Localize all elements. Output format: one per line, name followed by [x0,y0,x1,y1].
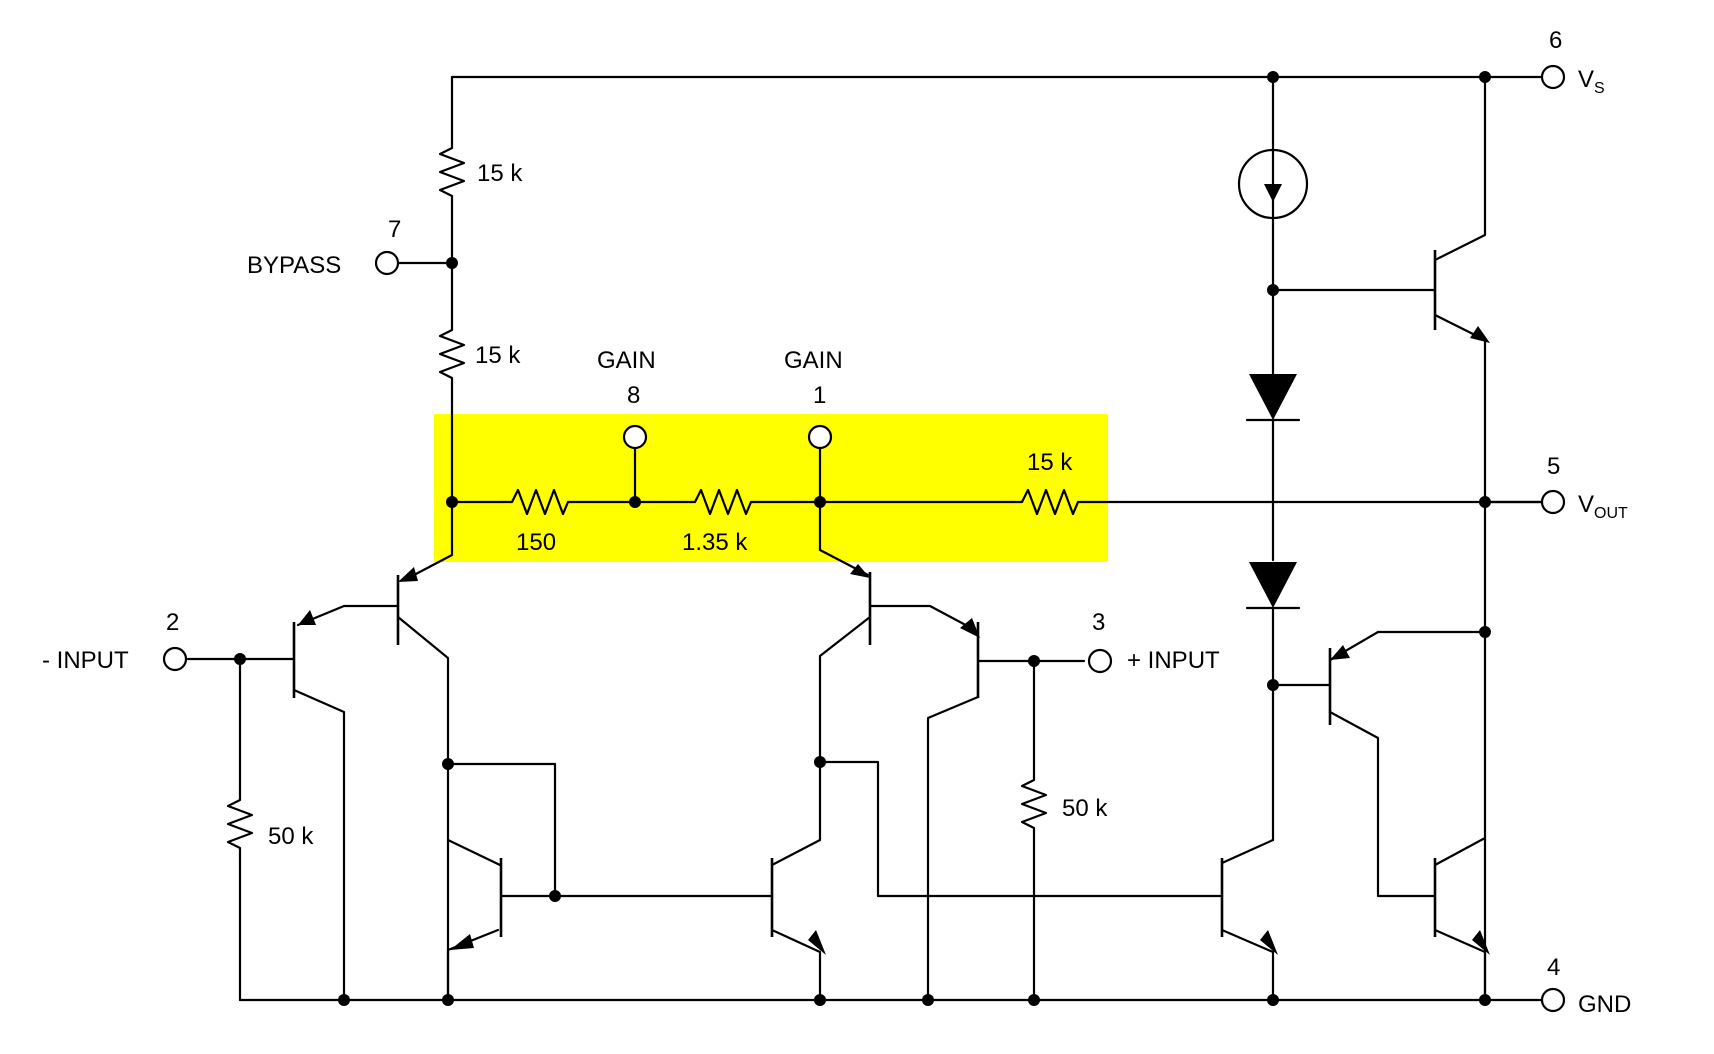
arrow-icon [960,618,980,638]
pin-vs-terminal [1540,64,1566,90]
resistor-r-mid [438,316,466,392]
pin-neg-input-label: - INPUT [42,647,129,674]
pin-gain8-label: GAIN [597,347,656,374]
pin-neg-input-number: 2 [166,609,179,636]
pin-bypass-number: 7 [388,216,401,243]
pin-vout-terminal [1540,489,1566,515]
pin-gain1-number: 1 [813,382,826,409]
pin-gain8-terminal [622,424,648,450]
pin-bypass-terminal [374,250,400,276]
diode-lower-icon [1245,562,1301,610]
pin-vout-label: VOUT [1578,491,1628,522]
resistor-zigzags [226,134,1084,862]
resistor-r-fb-value: 15 k [1027,449,1073,476]
arrow-icon [450,934,474,950]
arrow-icon [808,930,826,955]
arrow-icon [298,610,316,625]
current-source-icon [1237,148,1309,220]
pin-pos-input-number: 3 [1092,609,1105,636]
arrow-icon [1472,930,1490,955]
transistor-arrows [298,326,1490,955]
junction-dots [234,71,1491,1006]
pin-gain1-label: GAIN [784,347,843,374]
resistor-r-150 [500,488,574,516]
pin-gain1-terminal [807,424,833,450]
resistor-r-135 [683,488,757,516]
arrow-icon [1330,645,1350,660]
resistor-r-in-pos-value: 50 k [1062,795,1108,822]
pin-gnd-label: GND [1578,991,1631,1018]
arrow-icon [850,564,870,578]
pin-vs-number: 6 [1549,27,1562,54]
pin-pos-input-label: + INPUT [1127,647,1220,674]
transistor-bars [292,250,1437,937]
arrow-icon [398,567,418,582]
pin-neg-input-terminal [162,646,188,672]
pin-gnd-terminal [1540,987,1566,1013]
wires [186,75,1543,1002]
pin-vs-label: VS [1578,66,1605,97]
diode-upper-icon [1245,374,1301,422]
arrow-icon [1260,930,1278,955]
pin-vout-number: 5 [1547,453,1560,480]
highlight-region [434,414,1108,562]
resistor-r-150-value: 150 [516,529,556,556]
resistor-r-in-pos [1020,768,1048,842]
pin-gnd-number: 4 [1547,954,1560,981]
resistor-r-in-neg [226,788,254,862]
resistor-r-top [438,134,466,208]
pin-gain8-number: 8 [627,382,640,409]
resistor-r-fb [1010,488,1084,516]
arrow-icon [1470,326,1490,343]
resistor-r-in-neg-value: 50 k [268,823,314,850]
resistor-r-top-value: 15 k [477,160,523,187]
resistor-r-135-value: 1.35 k [682,529,748,556]
pin-bypass-label: BYPASS [247,252,341,279]
pin-pos-input-terminal [1087,648,1113,674]
resistor-r-mid-value: 15 k [475,342,521,369]
